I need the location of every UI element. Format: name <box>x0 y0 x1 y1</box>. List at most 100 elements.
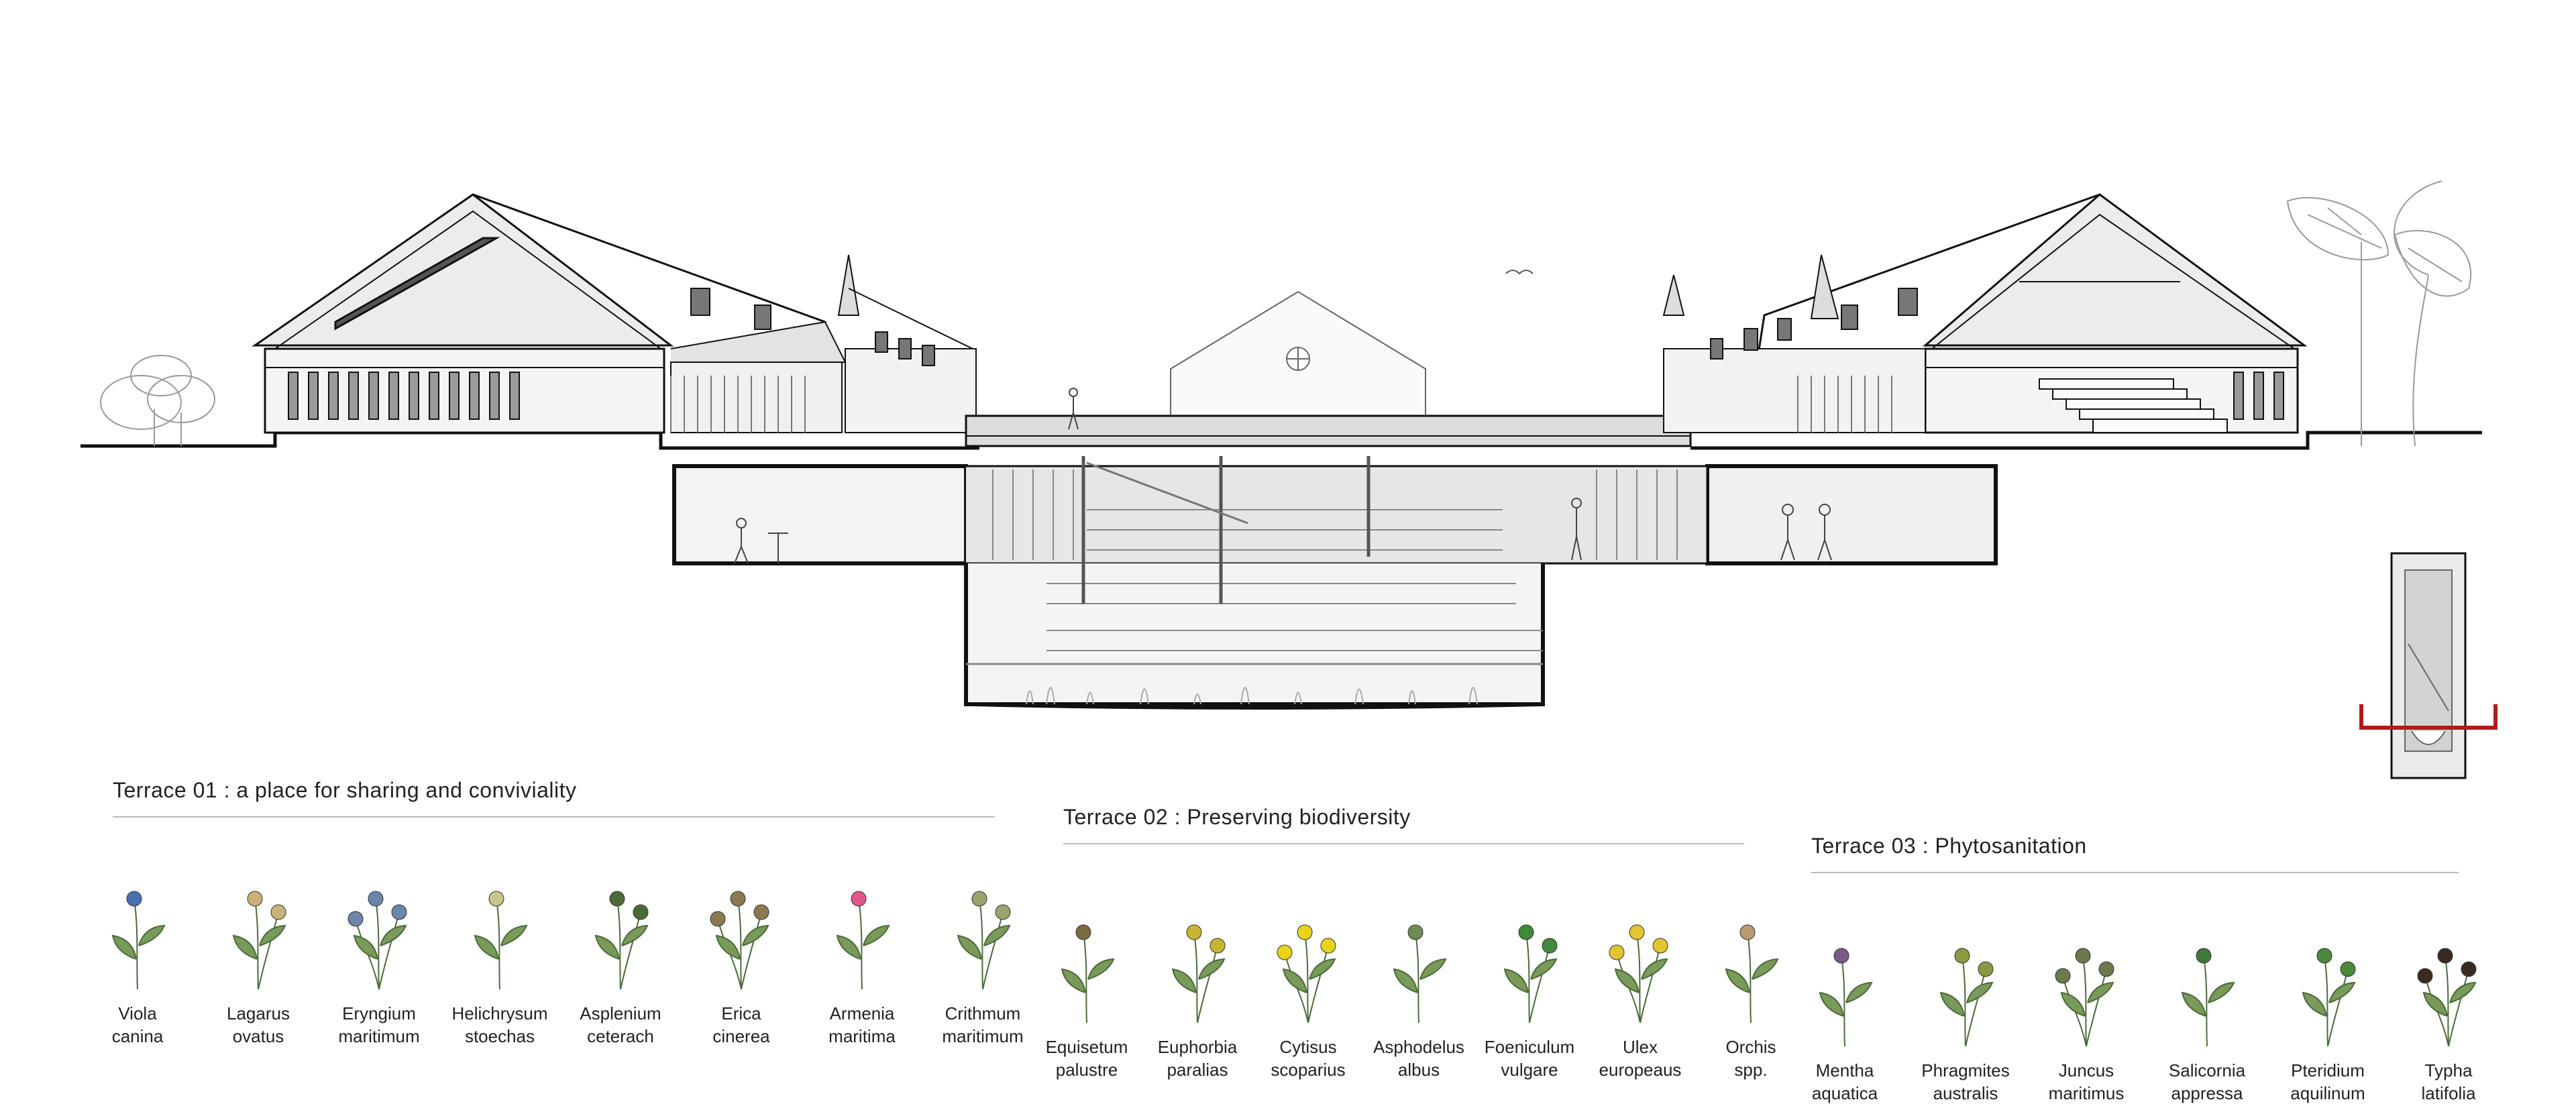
spurge-icon <box>1157 892 1238 1026</box>
plant-species: appressa <box>2171 1083 2243 1103</box>
underground-level <box>672 456 1998 710</box>
terrace-01-title: Terrace 01 : a place for sharing and con… <box>113 778 577 802</box>
plant-card: Crithmum maritimum <box>926 858 1040 1048</box>
plant-species: spp. <box>1734 1060 1768 1080</box>
plant-genus: Foeniculum <box>1484 1037 1575 1057</box>
tree-right-icon <box>2286 197 2471 446</box>
plant-genus: Salicornia <box>2168 1060 2246 1080</box>
terrace-03-divider <box>1811 872 2459 873</box>
section-cut-marker <box>2359 704 2498 730</box>
plant-name: Euphorbia paralias <box>1140 1036 1254 1081</box>
plant-species: ovatus <box>232 1026 284 1046</box>
plant-name: Salicornia appressa <box>2150 1059 2264 1105</box>
plant-genus: Ulex <box>1622 1037 1658 1057</box>
terrace-02-panel: Terrace 02 : Preserving biodiversity <box>1063 805 1744 844</box>
plant-species: aquilinum <box>2290 1083 2365 1103</box>
plant-genus: Mentha <box>1815 1060 1874 1080</box>
thistle-icon <box>339 858 419 993</box>
people-icons <box>734 388 1832 564</box>
left-building <box>252 193 977 434</box>
umbel-icon <box>943 858 1023 993</box>
plant-species: maritimum <box>942 1026 1024 1046</box>
grass-icon <box>218 858 299 993</box>
rush-icon <box>2046 915 2127 1050</box>
fern-icon <box>580 858 661 993</box>
bracken-icon <box>2288 915 2368 1050</box>
plant-card: Pteridium aquilinum <box>2271 915 2385 1105</box>
right-building <box>1662 180 2443 447</box>
plant-name: Equisetum palustre <box>1030 1036 1144 1081</box>
key-plan-icon <box>2359 552 2498 779</box>
plant-name: Orchis spp. <box>1694 1036 1808 1081</box>
plant-genus: Orchis <box>1725 1037 1776 1057</box>
plant-genus: Asphodelus <box>1373 1037 1464 1057</box>
broom-icon <box>1268 892 1348 1026</box>
plant-species: stoechas <box>464 1026 535 1046</box>
plant-species: aquatica <box>1811 1083 1878 1103</box>
plant-species: australis <box>1933 1083 1998 1103</box>
plant-species: maritima <box>828 1026 896 1046</box>
heather-icon <box>701 858 782 993</box>
fennel-icon <box>1489 892 1570 1026</box>
plant-species: albus <box>1397 1060 1440 1080</box>
terrace-01-divider <box>113 816 995 818</box>
plant-species: scoparius <box>1271 1060 1346 1080</box>
plant-species: maritimum <box>338 1026 420 1046</box>
terrace-02-divider <box>1063 843 1744 844</box>
pink-flower-icon <box>822 858 902 993</box>
rear-hall <box>1170 290 1426 416</box>
plant-card: Asphodelus albus <box>1362 892 1476 1081</box>
plant-name: Crithmum maritimum <box>926 1002 1040 1048</box>
shrub-left-icon <box>100 355 215 446</box>
plant-card: Orchis spp. <box>1694 892 1808 1081</box>
plant-genus: Equisetum <box>1045 1037 1128 1057</box>
plant-genus: Pteridium <box>2291 1060 2365 1080</box>
plant-species: latifolia <box>2421 1083 2476 1103</box>
plant-card: Salicornia appressa <box>2150 915 2264 1105</box>
plant-species: paralias <box>1167 1060 1228 1080</box>
plant-name: Viola canina <box>80 1002 195 1048</box>
viola-flower-icon <box>97 858 178 993</box>
roof-terrace-bridge <box>965 414 1692 447</box>
plant-name: Pteridium aquilinum <box>2271 1059 2385 1105</box>
plant-genus: Crithmum <box>945 1003 1021 1023</box>
plant-name: Mentha aquatica <box>1788 1059 1902 1105</box>
plant-card: Viola canina <box>80 858 195 1048</box>
plant-species: canina <box>111 1026 164 1046</box>
plant-name: Ulex europeaus <box>1583 1036 1697 1081</box>
plant-card: Equisetum palustre <box>1030 892 1144 1081</box>
plant-species: europeaus <box>1599 1060 1682 1080</box>
plant-genus: Euphorbia <box>1157 1037 1238 1057</box>
samphire-icon <box>2167 915 2247 1050</box>
plant-species: palustre <box>1055 1060 1118 1080</box>
plant-card: Mentha aquatica <box>1788 915 1902 1105</box>
terrace-03-title: Terrace 03 : Phytosanitation <box>1811 834 2087 858</box>
gorse-icon <box>1600 892 1680 1026</box>
plant-card: Ulex europeaus <box>1583 892 1697 1081</box>
plant-species: cinerea <box>712 1026 770 1046</box>
plant-card: Armenia maritima <box>805 858 919 1048</box>
terrace-03-panel: Terrace 03 : Phytosanitation <box>1811 834 2459 873</box>
plant-genus: Armenia <box>829 1003 895 1023</box>
plant-genus: Viola <box>118 1003 157 1023</box>
plant-card: Euphorbia paralias <box>1140 892 1254 1081</box>
reed-icon <box>1925 915 2006 1050</box>
clustered-flower-icon <box>460 858 540 993</box>
birds-icon <box>1505 270 1534 275</box>
